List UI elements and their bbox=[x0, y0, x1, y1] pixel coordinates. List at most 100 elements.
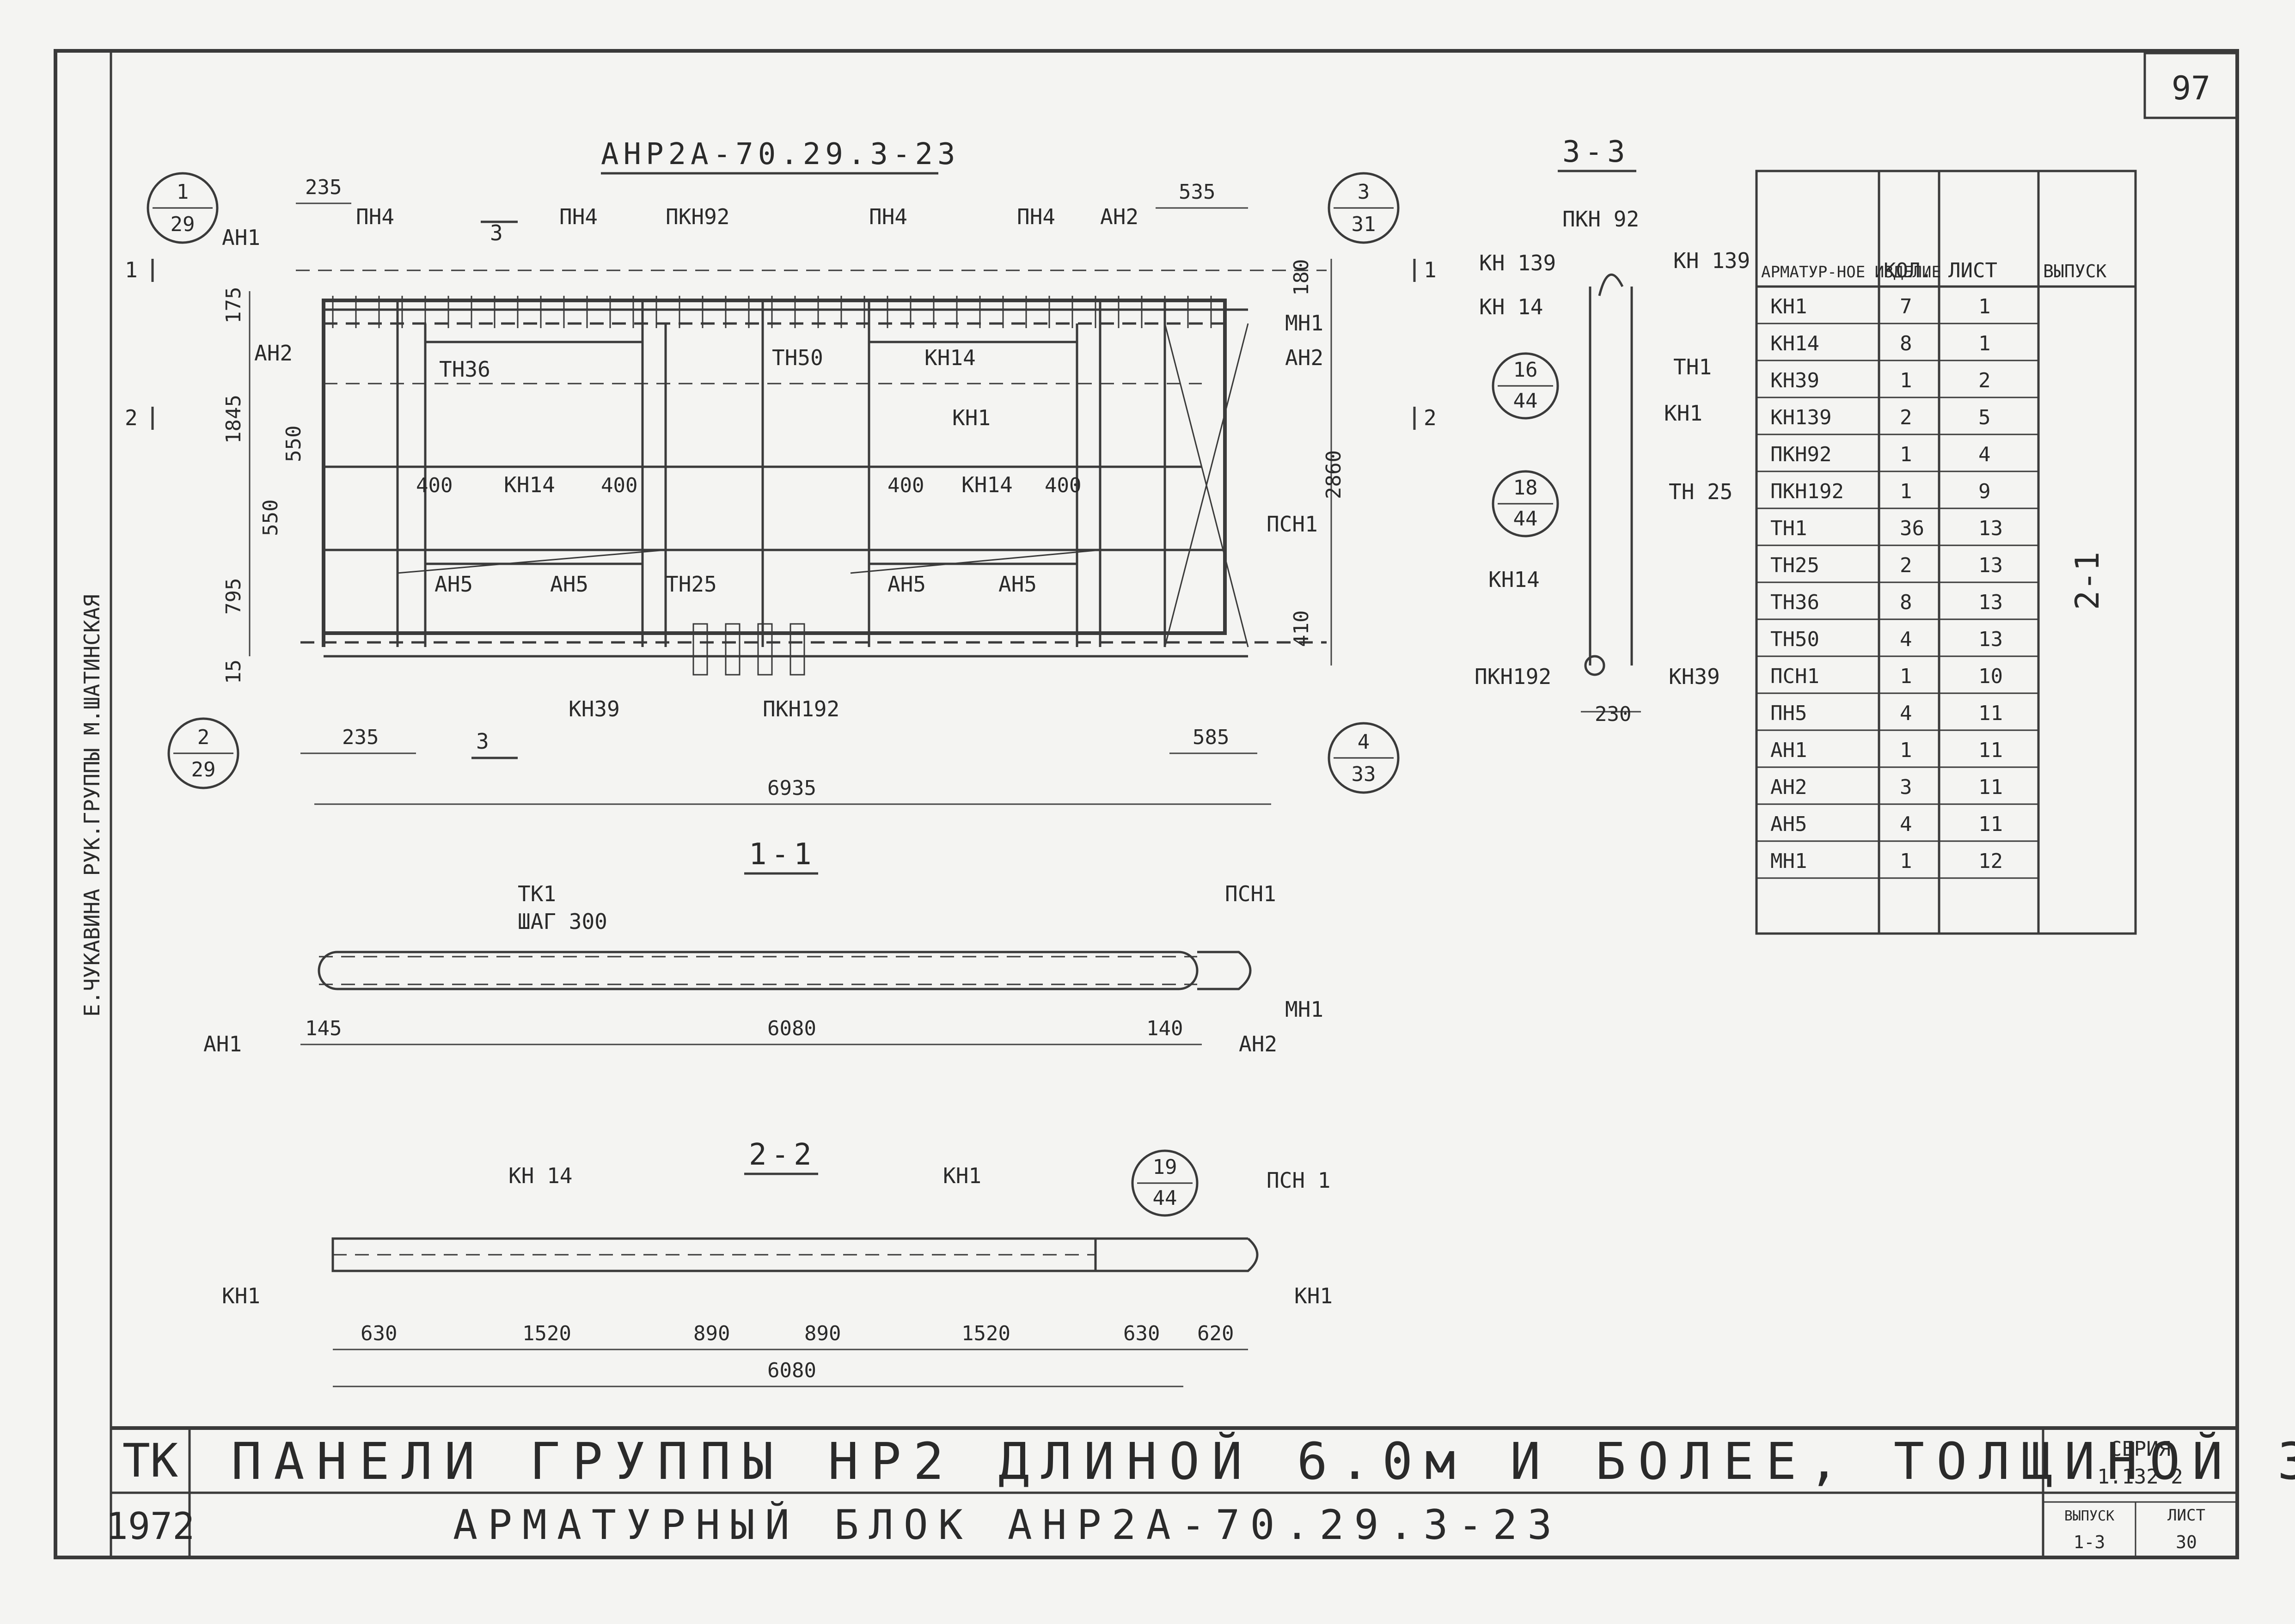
s33-bottom-hook bbox=[1584, 655, 1605, 676]
s22-dim-total: 6080 bbox=[767, 1359, 816, 1382]
s22-dim-5: 1520 bbox=[961, 1322, 1010, 1345]
svg-text:2: 2 bbox=[197, 726, 210, 749]
tb-list-label: ЛИСТ bbox=[2167, 1506, 2205, 1525]
spec-cell-item: КН14 bbox=[1770, 332, 1819, 355]
s11-hook bbox=[1197, 951, 1252, 990]
section-1-1: 1-1 ТК1 ШАГ 300 ПСН1 МН1 АН1 АН2 145 608… bbox=[203, 837, 1323, 1056]
opening-left bbox=[424, 341, 644, 565]
elev-an5-d: АН5 bbox=[998, 572, 1037, 597]
dim-235-top: 235 bbox=[305, 176, 342, 199]
elev-sec1-left: 1 bbox=[125, 257, 138, 282]
spec-cell-qty: 1 bbox=[1900, 849, 1912, 873]
elev-tn25: ТН25 bbox=[666, 572, 717, 597]
th-item: АРМАТУР-НОЕ ИЗДЕЛИЕ bbox=[1761, 263, 1941, 281]
spec-cell-item: АН2 bbox=[1770, 775, 1807, 799]
spec-cell-qty: 4 bbox=[1900, 812, 1912, 836]
s33-kn139-right: КН 139 bbox=[1673, 248, 1750, 273]
spec-cell-sheet: 11 bbox=[1978, 702, 2003, 725]
callout-1-29: 1 29 bbox=[147, 172, 219, 244]
dim-180: 180 bbox=[1290, 259, 1313, 296]
spec-cell-qty: 1 bbox=[1900, 480, 1912, 503]
elev-pkn92: ПКН92 bbox=[666, 204, 729, 229]
elevation-dimensions: 235 535 175 1845 550 550 795 15 180 2860… bbox=[222, 176, 1346, 805]
dim-6935: 6935 bbox=[767, 776, 816, 800]
title-block: ТК 1972 ПАНЕЛИ ГРУППЫ НР2 ДЛИНОЙ 6.0м И … bbox=[106, 1426, 2295, 1557]
spec-cell-sheet: 9 bbox=[1978, 480, 1991, 503]
dim-400-a: 400 bbox=[416, 474, 453, 497]
tb-line1: ПАНЕЛИ ГРУППЫ НР2 ДЛИНОЙ 6.0м И БОЛЕЕ, Т… bbox=[231, 1431, 2295, 1491]
svg-text:4: 4 bbox=[1358, 730, 1370, 754]
spec-cell-qty: 1 bbox=[1900, 443, 1912, 466]
svg-text:29: 29 bbox=[191, 758, 216, 781]
svg-text:44: 44 bbox=[1153, 1186, 1177, 1210]
svg-text:29: 29 bbox=[171, 213, 195, 236]
elev-sec2-left: 2 bbox=[125, 405, 138, 430]
spec-cell-item: МН1 bbox=[1770, 849, 1807, 873]
s33-dim-230: 230 bbox=[1595, 702, 1631, 726]
s22-kn1-left: КН1 bbox=[222, 1283, 260, 1308]
spec-cell-qty: 2 bbox=[1900, 554, 1912, 577]
spec-cell-qty: 1 bbox=[1900, 369, 1912, 392]
svg-text:31: 31 bbox=[1352, 213, 1376, 236]
elev-an5-b: АН5 bbox=[550, 572, 588, 597]
elev-kn39: КН39 bbox=[569, 696, 620, 721]
callout-16-44: 16 44 bbox=[1492, 352, 1559, 420]
tb-line2: АРМАТУРНЫЙ БЛОК АНР2А-70.29.3-23 bbox=[453, 1501, 1562, 1549]
elev-pkn192: ПКН192 bbox=[763, 696, 839, 721]
tb-vyp-label: ВЫПУСК bbox=[2064, 1508, 2114, 1524]
spec-cell-sheet: 13 bbox=[1978, 628, 2003, 651]
side-section-label: 2-1 bbox=[2069, 552, 2106, 610]
open-right-diag-1 bbox=[850, 549, 1101, 574]
callout-2-29: 2 29 bbox=[167, 717, 239, 789]
s22-dim-7: 620 bbox=[1197, 1322, 1234, 1345]
spec-cell-item: ТН25 bbox=[1770, 554, 1819, 577]
s22-kn1-top: КН1 bbox=[943, 1163, 981, 1188]
open-left-diag-1 bbox=[397, 549, 666, 574]
spec-cell-item: ТН50 bbox=[1770, 628, 1819, 651]
bottom-stirrups bbox=[692, 623, 805, 676]
callout-4-33: 4 33 bbox=[1328, 722, 1400, 794]
top-stirrups bbox=[332, 296, 1212, 328]
svg-text:33: 33 bbox=[1352, 763, 1376, 786]
s33-tn25: ТН 25 bbox=[1669, 479, 1732, 504]
elev-an5-c: АН5 bbox=[887, 572, 926, 597]
dim-400-b: 400 bbox=[601, 474, 637, 497]
elev-pn4-a: ПН4 bbox=[356, 204, 394, 229]
elev-sec1-right: 1 bbox=[1424, 257, 1437, 282]
opening-right bbox=[868, 341, 1078, 565]
s11-title: 1-1 bbox=[749, 837, 816, 872]
spec-cell-item: ТН1 bbox=[1770, 517, 1807, 540]
svg-text:19: 19 bbox=[1153, 1155, 1177, 1179]
s11-an2: АН2 bbox=[1239, 1032, 1277, 1056]
elev-sec2-right: 2 bbox=[1424, 405, 1437, 430]
spec-cell-item: КН39 bbox=[1770, 369, 1819, 392]
s22-dim-1: 630 bbox=[361, 1322, 397, 1345]
s11-tk1: ТК1 bbox=[518, 881, 556, 906]
s22-dim-2: 1520 bbox=[522, 1322, 571, 1345]
dim-175: 175 bbox=[222, 287, 245, 324]
sheet-number: 97 bbox=[2172, 69, 2210, 107]
spec-cell-item: КН139 bbox=[1770, 406, 1831, 429]
elev-tn36: ТН36 bbox=[439, 357, 490, 382]
spec-cell-sheet: 2 bbox=[1978, 369, 1991, 392]
tb-org: ТК bbox=[122, 1434, 178, 1488]
dim-15: 15 bbox=[222, 659, 245, 684]
s33-pkn192: ПКН192 bbox=[1475, 664, 1551, 689]
diag-2 bbox=[1164, 323, 1249, 647]
s11-dim-140: 140 bbox=[1146, 1017, 1183, 1040]
spec-cell-sheet: 5 bbox=[1978, 406, 1991, 429]
spec-cell-item: ПН5 bbox=[1770, 702, 1807, 725]
th-sheet: ЛИСТ bbox=[1948, 259, 1997, 282]
section-3-3: 3-3 ПКН 92 КН 139 КН 139 КН 14 ТН1 КН1 Т… bbox=[1475, 135, 1750, 726]
s33-pkn92: ПКН 92 bbox=[1562, 207, 1639, 232]
svg-text:3: 3 bbox=[1358, 180, 1370, 204]
svg-text:18: 18 bbox=[1513, 476, 1538, 500]
elev-pn4-d: ПН4 bbox=[1017, 204, 1055, 229]
spec-cell-sheet: 1 bbox=[1978, 295, 1991, 318]
svg-text:44: 44 bbox=[1513, 389, 1538, 413]
dim-550-a: 550 bbox=[282, 426, 306, 462]
s22-dim-4: 890 bbox=[804, 1322, 841, 1345]
section-2-2: 2-2 КН 14 КН1 ПСН 1 КН1 КН1 630 1520 890… bbox=[222, 1138, 1333, 1387]
s22-dim-3: 890 bbox=[693, 1322, 730, 1345]
spec-cell-qty: 4 bbox=[1900, 702, 1912, 725]
